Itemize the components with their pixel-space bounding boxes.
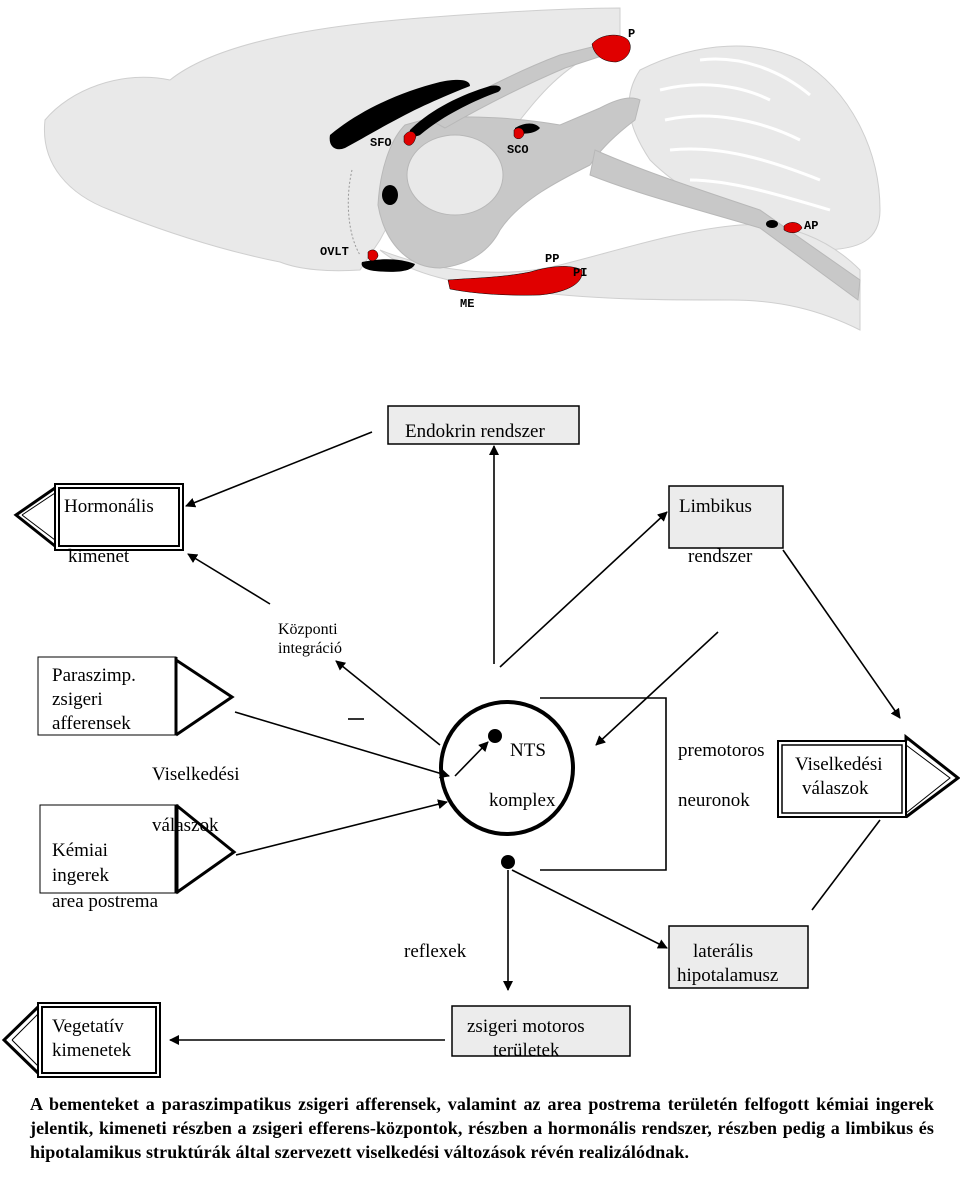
limbikus-box <box>668 485 784 549</box>
arrow-premotoros-to-nts <box>595 631 719 746</box>
viselkedesi-arrow-shape <box>777 733 960 819</box>
cerebellum-outline <box>628 45 881 251</box>
label-me: ME <box>460 297 475 311</box>
vegetativ-arrow-shape <box>1 1002 161 1078</box>
anterior-commissure <box>382 185 398 205</box>
arrow-to-limbikus <box>499 511 668 668</box>
label-p: P <box>628 27 636 41</box>
label-ap: AP <box>804 219 819 233</box>
arrow-to-hormonalis <box>185 431 373 508</box>
corpus-callosum <box>329 79 470 150</box>
hormonalis-label-1: Hormonális <box>64 496 154 517</box>
kozponti-label-1: Központi <box>278 621 338 638</box>
black-structures <box>329 79 778 292</box>
arrow-to-lateralis <box>511 869 668 949</box>
pineal-organ <box>591 34 631 63</box>
flow-diagram <box>1 405 960 1078</box>
ap-organ <box>783 222 803 233</box>
limbikus-label-1: Limbikus <box>679 496 752 517</box>
label-sfo: SFO <box>370 136 392 150</box>
nts-dot-bottom <box>501 855 515 869</box>
kemiai-arrow-shape <box>39 803 237 895</box>
sco-organ <box>513 127 525 139</box>
viselkedesi-left-label-2: válaszok <box>152 815 219 836</box>
nts-circle <box>439 700 575 836</box>
zsigeri-label-2: területek <box>493 1040 560 1061</box>
kemiai-label-2: ingerek <box>52 865 109 886</box>
kemiai-label-3: area postrema <box>52 891 159 912</box>
circumventricular-organs <box>367 34 803 296</box>
arrows <box>169 431 901 1045</box>
limbikus-label-2: rendszer <box>688 546 753 567</box>
viselkedesi-right-label-2: válaszok <box>802 778 869 799</box>
lateralis-box <box>668 925 809 989</box>
paraszimp-label-2: zsigeri <box>52 689 103 710</box>
optic-chiasm <box>361 259 415 272</box>
zsigeri-label-1: zsigeri motoros <box>467 1016 585 1037</box>
vegetativ-label-1: Vegetatív <box>52 1016 124 1037</box>
arrow-kozponti-to-hormonalis <box>187 553 271 605</box>
thalamic-adhesion <box>406 134 504 216</box>
fornix <box>409 85 501 137</box>
lateralis-label-1: laterális <box>693 941 754 962</box>
nts-label: NTS <box>510 740 546 761</box>
arrow-limbikus-to-viselkedesi <box>782 549 901 719</box>
sfo-organ <box>403 131 417 146</box>
kozponti-label-2: integráció <box>278 640 342 657</box>
bracket-premotoros <box>540 697 667 871</box>
hormonalis-label-2: kimenet <box>68 546 130 567</box>
hormonalis-arrow-shape <box>13 483 184 551</box>
zsigeri-box <box>451 1005 631 1057</box>
label-pp: PP <box>545 252 560 266</box>
paraszimp-arrow-shape <box>37 656 235 737</box>
endokrin-label: Endokrin rendszer <box>405 421 545 442</box>
premotoros-label: premotoros <box>678 740 765 761</box>
viselkedesi-right-label-1: Viselkedési <box>795 754 883 775</box>
arrow-paraszimp-to-nts <box>234 711 450 779</box>
paraszimp-label-1: Paraszimp. <box>52 665 136 686</box>
nts-dot-top <box>488 729 502 743</box>
paraszimp-label-3: afferensek <box>52 713 131 734</box>
reflexek-label: reflexek <box>404 941 467 962</box>
neuronok-label: neuronok <box>678 790 750 811</box>
kemiai-label-1: Kémiai <box>52 840 108 861</box>
ovlt-organ <box>367 249 379 261</box>
cerebellum-folia <box>659 57 831 212</box>
arrow-kemiai-to-nts <box>235 799 448 856</box>
arrow-inner-to-dot <box>454 741 489 777</box>
lateralis-label-2: hipotalamusz <box>677 965 779 986</box>
arrow-to-kozponti <box>335 660 441 746</box>
line-viselkedesi-to-lateralis <box>811 819 881 911</box>
label-pi: PI <box>573 266 588 280</box>
endokrin-box <box>387 405 580 445</box>
median-eminence-organ <box>447 266 583 296</box>
komplex-label: komplex <box>489 790 556 811</box>
brain-sagittal-section <box>43 7 881 331</box>
obex-dot <box>766 220 778 228</box>
lamina-terminalis <box>347 169 361 256</box>
label-sco: SCO <box>507 143 529 157</box>
vegetativ-label-2: kimenetek <box>52 1040 132 1061</box>
figure-caption: A bementeket a paraszimpatikus zsigeri a… <box>30 1094 934 1162</box>
label-ovlt: OVLT <box>320 245 349 259</box>
viselkedesi-left-label-1: Viselkedési <box>152 764 240 785</box>
